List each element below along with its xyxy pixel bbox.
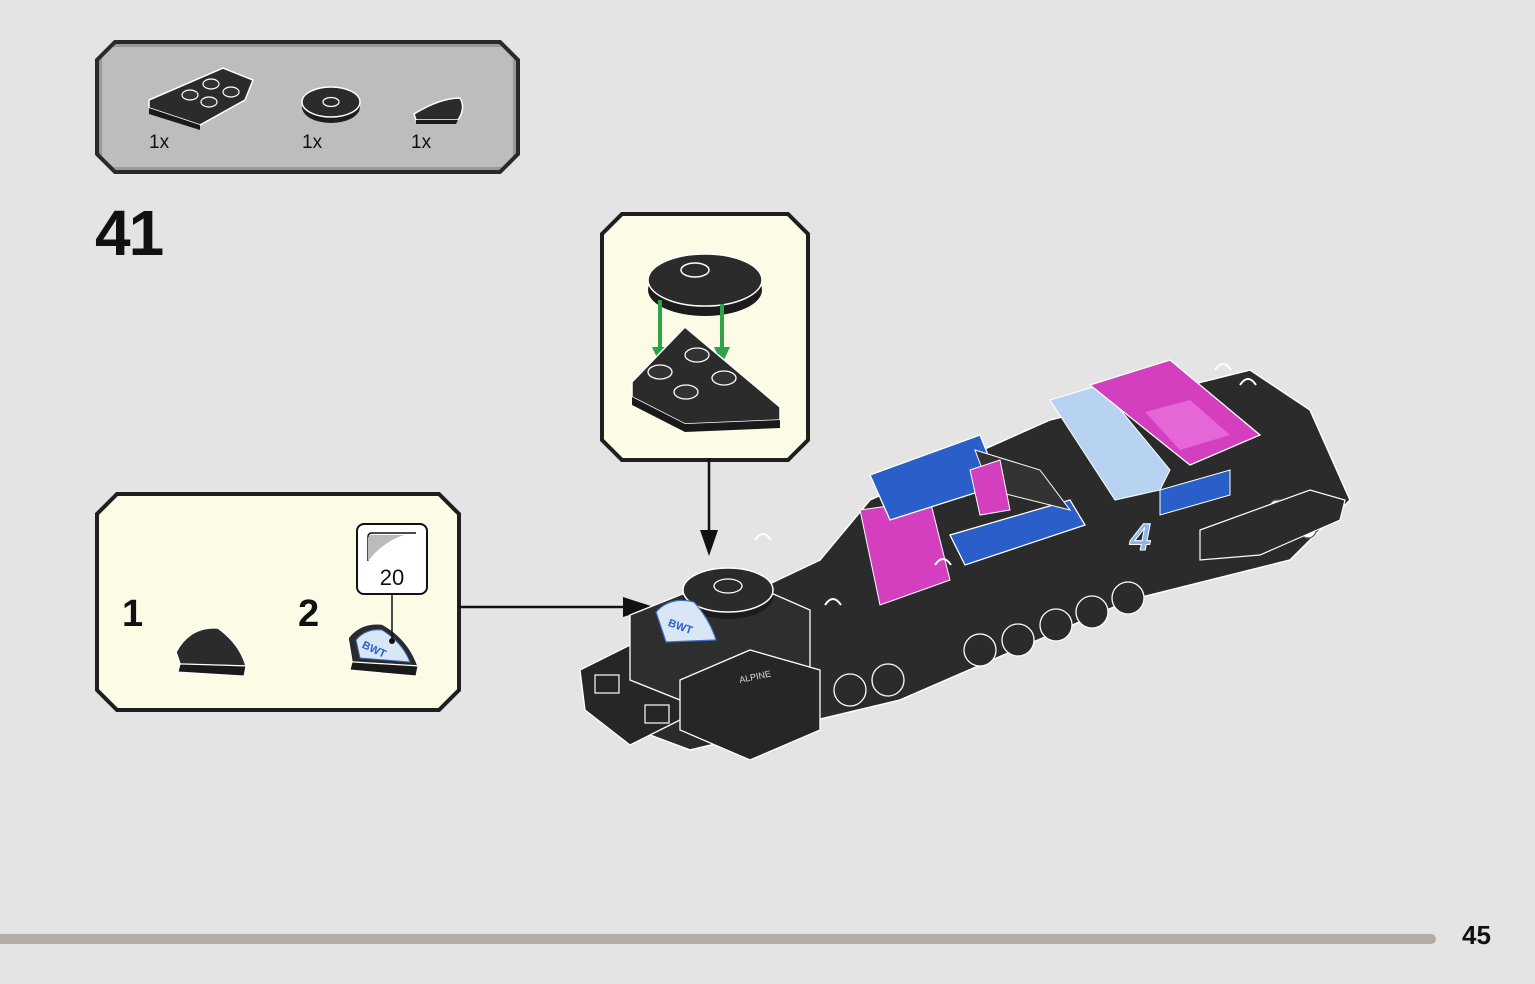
step-number: 41: [95, 197, 164, 269]
sticker-peel-icon: [367, 532, 416, 561]
page-progress-bar: [0, 934, 1436, 944]
sticker-leader-line: [389, 594, 395, 644]
part-qty-2: 1x: [302, 132, 323, 153]
svg-text:4: 4: [1129, 517, 1151, 559]
quarter-tile-step1-icon: [175, 627, 247, 677]
sub-step-1: 1: [122, 593, 144, 635]
sub-assembly-arrow: [458, 597, 654, 617]
detail-callout: [600, 212, 810, 462]
round-tile-icon: [301, 86, 361, 123]
car-model-illustration: ALPINE BWT 4: [579, 359, 1351, 760]
parts-list-border: [95, 40, 520, 174]
part-qty-3: 1x: [411, 132, 432, 153]
sub-step-2: 2: [298, 593, 320, 635]
quarter-round-tile-icon: [413, 97, 464, 124]
callout-arrow-down: [700, 458, 718, 556]
page-number: 45: [1462, 920, 1491, 950]
sticker-indicator: 20: [356, 523, 428, 595]
stickered-tile-icon: BWT: [347, 623, 420, 677]
sticker-number: 20: [379, 565, 405, 590]
part-qty-1: 1x: [149, 132, 170, 153]
wedge-plate-icon: [148, 67, 254, 130]
